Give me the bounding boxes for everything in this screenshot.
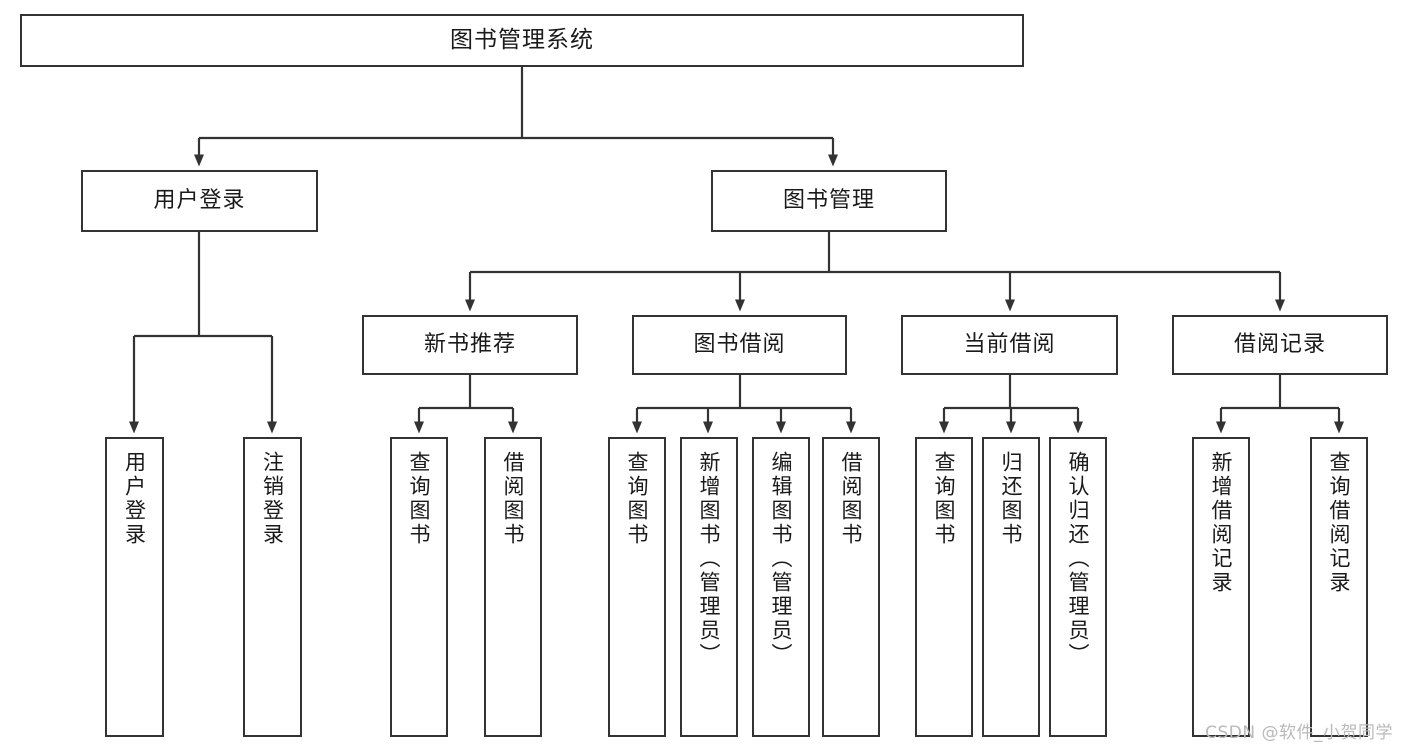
node-leaf-query-book-3-label: 查询图书 (932, 451, 957, 547)
node-borrow-record[interactable]: 借阅记录 (1172, 315, 1388, 375)
node-leaf-query-book-1-label: 查询图书 (407, 451, 432, 547)
node-book-manage[interactable]: 图书管理 (711, 170, 947, 232)
node-leaf-return-book[interactable]: 归还图书 (982, 437, 1040, 737)
node-leaf-query-record-label: 查询借阅记录 (1327, 451, 1352, 595)
node-leaf-query-book-3[interactable]: 查询图书 (915, 437, 973, 737)
node-root-label: 图书管理系统 (450, 26, 594, 53)
node-current-borrow-label: 当前借阅 (963, 331, 1056, 357)
node-leaf-query-book-1[interactable]: 查询图书 (390, 437, 448, 737)
node-leaf-add-book-label: 新增图书（管理员） (697, 451, 722, 667)
node-leaf-user-logout[interactable]: 注销登录 (243, 437, 302, 737)
node-leaf-add-record[interactable]: 新增借阅记录 (1192, 437, 1250, 737)
node-leaf-borrow-book-2-label: 借阅图书 (839, 451, 864, 547)
node-leaf-borrow-book-1[interactable]: 借阅图书 (484, 437, 542, 737)
node-leaf-borrow-book-1-label: 借阅图书 (501, 451, 526, 547)
watermark: CSDN @软件_小贺同学 (1205, 723, 1393, 743)
node-leaf-add-record-label: 新增借阅记录 (1209, 451, 1234, 595)
node-leaf-user-login[interactable]: 用户登录 (105, 437, 164, 737)
node-book-borrow[interactable]: 图书借阅 (632, 315, 847, 375)
node-leaf-query-book-2[interactable]: 查询图书 (608, 437, 666, 737)
node-new-book-recommend[interactable]: 新书推荐 (362, 315, 578, 375)
node-book-manage-label: 图书管理 (782, 187, 875, 213)
node-leaf-confirm-return-label: 确认归还（管理员） (1066, 451, 1091, 667)
node-root[interactable]: 图书管理系统 (20, 14, 1024, 67)
node-user-login-label: 用户登录 (153, 187, 246, 213)
node-current-borrow[interactable]: 当前借阅 (901, 315, 1118, 375)
node-borrow-record-label: 借阅记录 (1233, 331, 1326, 357)
node-leaf-edit-book-label: 编辑图书（管理员） (769, 451, 794, 667)
node-leaf-confirm-return[interactable]: 确认归还（管理员） (1049, 437, 1107, 737)
node-leaf-borrow-book-2[interactable]: 借阅图书 (822, 437, 880, 737)
node-user-login[interactable]: 用户登录 (81, 170, 318, 232)
node-leaf-add-book[interactable]: 新增图书（管理员） (680, 437, 738, 737)
node-new-book-recommend-label: 新书推荐 (423, 331, 516, 357)
node-leaf-query-record[interactable]: 查询借阅记录 (1310, 437, 1368, 737)
node-leaf-edit-book[interactable]: 编辑图书（管理员） (752, 437, 810, 737)
node-leaf-user-login-label: 用户登录 (122, 451, 147, 547)
node-book-borrow-label: 图书借阅 (693, 331, 786, 357)
node-leaf-return-book-label: 归还图书 (999, 451, 1024, 547)
node-leaf-query-book-2-label: 查询图书 (625, 451, 650, 547)
node-leaf-user-logout-label: 注销登录 (260, 451, 285, 547)
